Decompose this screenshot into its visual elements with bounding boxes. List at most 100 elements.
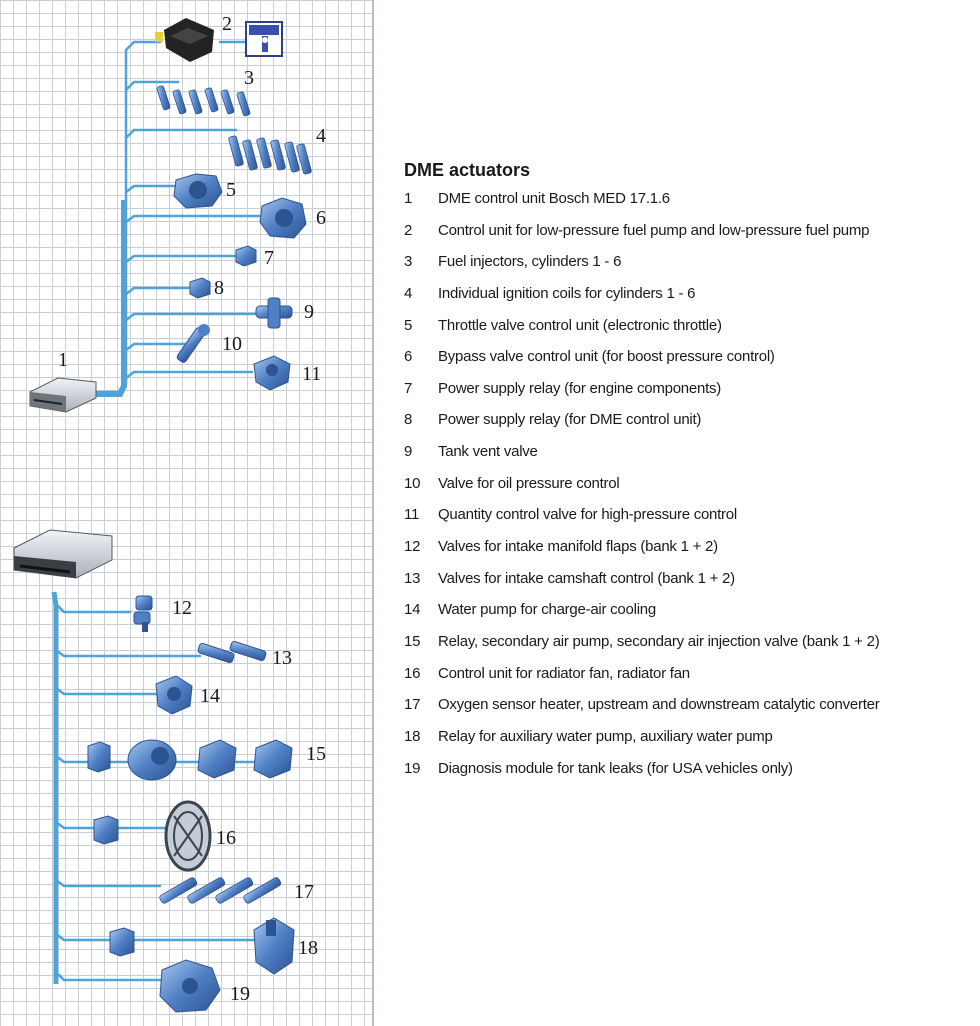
legend-item-number: 19 bbox=[404, 759, 421, 777]
fuel-pump-control-unit-icon bbox=[155, 18, 214, 62]
legend-item-number: 12 bbox=[404, 538, 421, 556]
legend-item: 19 Diagnosis module for tank leaks (for U… bbox=[404, 760, 974, 792]
dme-control-unit-lower-icon bbox=[13, 529, 113, 579]
secondary-air-pump-icon bbox=[127, 739, 177, 781]
legend-item: 4 Individual ignition coils for cylinders… bbox=[404, 285, 974, 317]
fuel-pump-icon bbox=[245, 21, 283, 57]
diagram-label-2: 2 bbox=[222, 13, 232, 35]
diagram-label-13: 13 bbox=[272, 647, 292, 669]
legend-item: 2 Control unit for low-pressure fuel pump… bbox=[404, 222, 974, 254]
diagram-label-10: 10 bbox=[222, 333, 242, 355]
legend-item-text: Oxygen sensor heater, upstream and downs… bbox=[438, 696, 880, 714]
diagram-label-11: 11 bbox=[302, 363, 321, 385]
legend-item-text: Valves for intake manifold flaps (bank 1… bbox=[438, 538, 718, 556]
camshaft-control-valves-icon bbox=[197, 640, 267, 664]
legend-item-text: Water pump for charge-air cooling bbox=[438, 601, 656, 619]
auxiliary-water-pump-icon bbox=[253, 917, 295, 975]
legend-item-number: 7 bbox=[404, 379, 413, 397]
legend-item: 8 Power supply relay (for DME control uni… bbox=[404, 411, 974, 443]
legend-item-text: Valves for intake camshaft control (bank… bbox=[438, 569, 735, 587]
legend-item-number: 11 bbox=[404, 506, 420, 524]
legend-item: 12 Valves for intake manifold flaps (bank… bbox=[404, 538, 974, 570]
legend-item-number: 10 bbox=[404, 474, 421, 492]
diagram-label-1: 1 bbox=[58, 349, 68, 371]
legend-item-text: Throttle valve control unit (electronic … bbox=[438, 316, 722, 334]
legend-item-text: Control unit for radiator fan, radiator … bbox=[438, 664, 690, 682]
intake-flap-valves-icon bbox=[133, 595, 153, 632]
diagram-label-19: 19 bbox=[230, 983, 250, 1005]
legend-item-text: Power supply relay (for engine component… bbox=[438, 379, 721, 397]
legend-item: 17 Oxygen sensor heater, upstream and dow… bbox=[404, 696, 974, 728]
legend-title: DME actuators bbox=[404, 160, 531, 180]
legend-item-number: 18 bbox=[404, 727, 421, 745]
engine-power-relay-icon bbox=[235, 245, 257, 267]
diagram-label-4: 4 bbox=[316, 125, 326, 147]
diagram-panel: 1 2 3 4 5 6 7 8 9 10 11 12 13 14 15 16 1… bbox=[0, 0, 374, 1026]
legend-item-number: 13 bbox=[404, 569, 421, 587]
radiator-fan-icon bbox=[164, 800, 212, 872]
ignition-coils-icon bbox=[228, 135, 312, 175]
legend-item: 16 Control unit for radiator fan, radiato… bbox=[404, 665, 974, 697]
legend-item: 15 Relay, secondary air pump, secondary a… bbox=[404, 633, 974, 665]
legend-item-text: Quantity control valve for high-pressure… bbox=[438, 506, 737, 524]
legend-item-text: Relay, secondary air pump, secondary air… bbox=[438, 632, 880, 650]
diagram-label-16: 16 bbox=[216, 827, 236, 849]
diagram-label-3: 3 bbox=[244, 67, 254, 89]
legend-item-text: Control unit for low-pressure fuel pump … bbox=[438, 221, 870, 239]
bottom-wiring-harness bbox=[54, 602, 258, 982]
dme-control-unit-icon bbox=[29, 377, 97, 413]
legend-item-number: 1 bbox=[404, 190, 413, 207]
legend-item-number: 2 bbox=[404, 221, 413, 239]
throttle-valve-icon bbox=[173, 173, 223, 209]
legend-item-text: DME control unit Bosch MED 17.1.6 bbox=[438, 190, 670, 207]
quantity-control-valve-icon bbox=[253, 355, 291, 391]
dme-power-relay-icon bbox=[189, 277, 211, 299]
diagram-label-9: 9 bbox=[304, 301, 314, 323]
legend-item-number: 8 bbox=[404, 411, 413, 429]
diagram-label-18: 18 bbox=[298, 937, 318, 959]
top-harness-trunk bbox=[96, 200, 127, 397]
legend-item-text: Relay for auxiliary water pump, auxiliar… bbox=[438, 727, 773, 745]
secondary-air-injection-valve-bank2-icon bbox=[253, 739, 293, 779]
diagram-label-17: 17 bbox=[294, 881, 314, 903]
legend-item-number: 4 bbox=[404, 284, 413, 302]
oil-pressure-valve-icon bbox=[176, 324, 210, 363]
legend-item-number: 9 bbox=[404, 443, 413, 461]
legend-item-number: 6 bbox=[404, 348, 413, 366]
diagram-number-labels: 1 2 3 4 5 6 7 8 9 10 11 12 13 14 15 16 1… bbox=[58, 13, 326, 1005]
legend-item: 1 DME control unit Bosch MED 17.1.6 bbox=[404, 190, 974, 222]
legend-item: 18 Relay for auxiliary water pump, auxili… bbox=[404, 728, 974, 760]
bottom-harness-trunk bbox=[51, 591, 59, 984]
legend-item-text: Power supply relay (for DME control unit… bbox=[438, 411, 702, 429]
diagram-label-8: 8 bbox=[214, 277, 224, 299]
diagram-label-14: 14 bbox=[200, 685, 220, 707]
legend-item: 7 Power supply relay (for engine componen… bbox=[404, 380, 974, 412]
diagram-label-15: 15 bbox=[306, 743, 326, 765]
diagram-label-12: 12 bbox=[172, 597, 192, 619]
secondary-air-relay-icon bbox=[87, 741, 111, 773]
auxiliary-water-pump-relay-icon bbox=[109, 927, 135, 957]
legend-item-number: 15 bbox=[404, 632, 421, 650]
legend-item-number: 16 bbox=[404, 664, 421, 682]
legend-item-text: Individual ignition coils for cylinders … bbox=[438, 284, 696, 302]
legend: DME actuators 1 DME control unit Bosch ME… bbox=[404, 160, 974, 791]
legend-item-text: Tank vent valve bbox=[438, 443, 538, 461]
legend-item-text: Diagnosis module for tank leaks (for USA… bbox=[438, 759, 793, 777]
legend-item-number: 17 bbox=[404, 696, 421, 714]
legend-item: 11 Quantity control valve for high-pressu… bbox=[404, 506, 974, 538]
legend-item-number: 3 bbox=[404, 253, 413, 271]
wiring-diagram: 1 2 3 4 5 6 7 8 9 10 11 12 13 14 15 16 1… bbox=[13, 13, 326, 1013]
diagram-label-6: 6 bbox=[316, 207, 326, 229]
charge-air-water-pump-icon bbox=[155, 675, 193, 715]
legend-item: 9 Tank vent valve bbox=[404, 443, 974, 475]
legend-item: 13 Valves for intake camshaft control (ba… bbox=[404, 570, 974, 602]
secondary-air-injection-valve-bank1-icon bbox=[197, 739, 237, 779]
diagram-label-7: 7 bbox=[264, 247, 274, 269]
tank-vent-valve-icon bbox=[255, 297, 293, 329]
